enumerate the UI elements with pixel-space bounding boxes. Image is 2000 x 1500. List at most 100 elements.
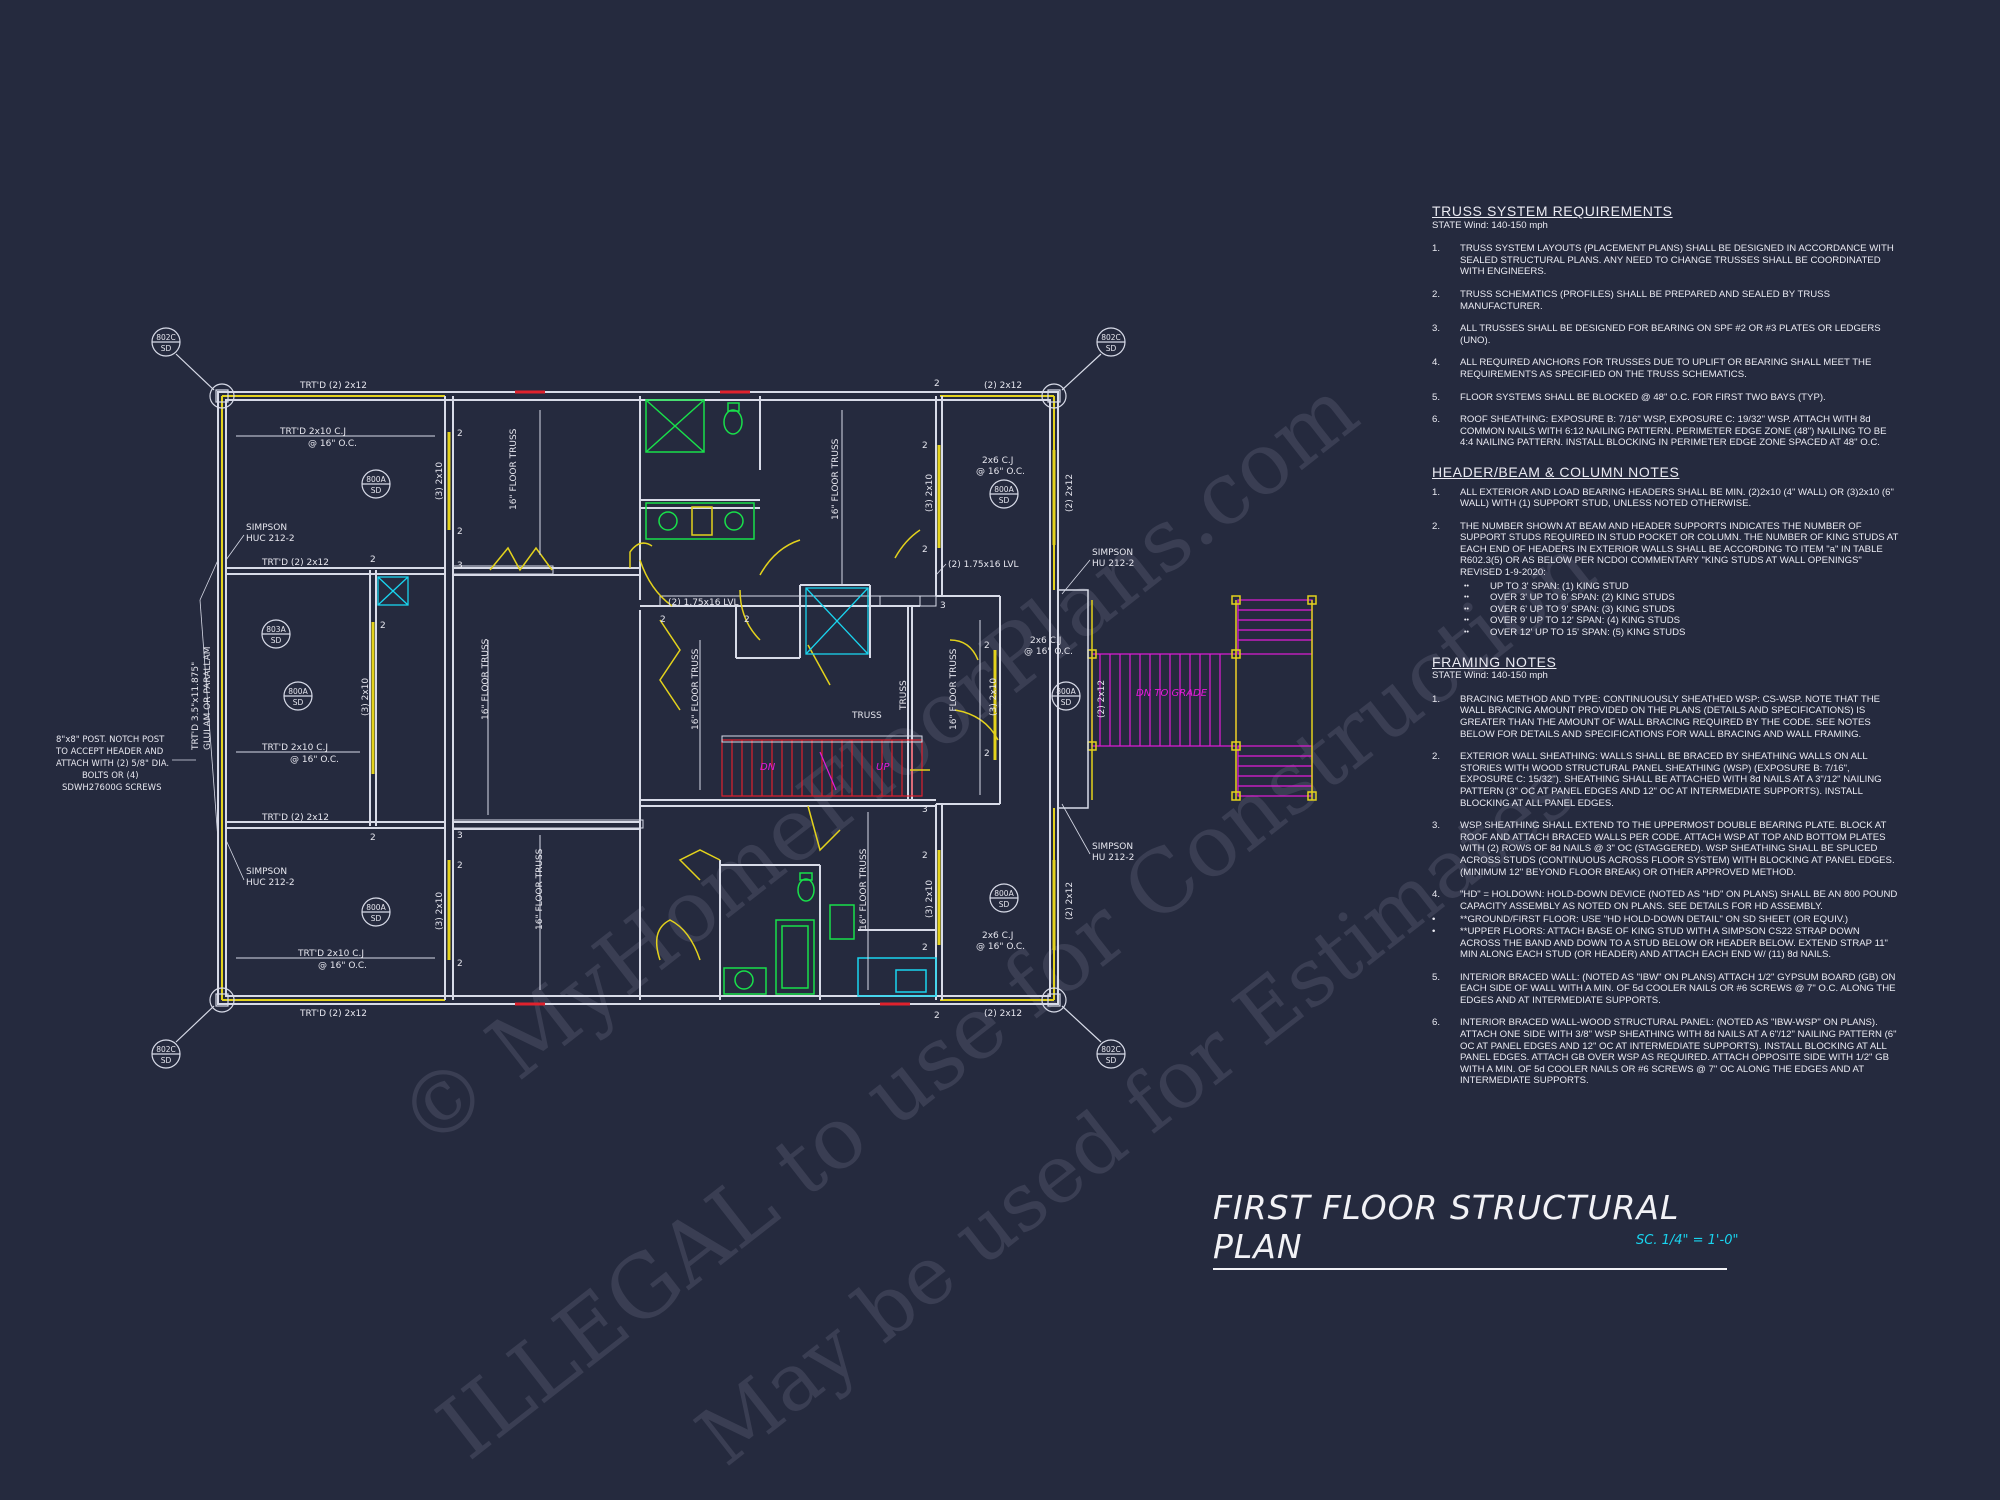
framing-note: 6. INTERIOR BRACED WALL-WOOD STRUCTURAL P… [1432,1017,1902,1087]
cj-spacing-2: @ 16" O.C. [290,755,339,765]
cj-right-label-3: 2x6 C.J [982,931,1013,941]
porch-posts [1087,595,1317,801]
simpson-hu-1: SIMPSON [1092,548,1133,558]
post-note-3: ATTACH WITH (2) 5/8" DIA. [56,759,169,769]
note-text: "HD" = HOLDOWN: HOLD-DOWN DEVICE (NOTED … [1460,889,1898,912]
truss-note: 3. ALL TRUSSES SHALL BE DESIGNED FOR BEAR… [1432,323,1902,346]
note-number: 4. [1432,889,1441,901]
beam-label-mid-1: TRT'D (2) 2x12 [261,558,329,568]
simpson-hu-1-model: HU 212-2 [1092,559,1134,569]
framing-note: •**GROUND/FIRST FLOOR: USE "HD HOLD-DOWN… [1432,914,1902,926]
framing-note: 5. INTERIOR BRACED WALL: (NOTED AS "IBW" … [1432,972,1902,1007]
framing-openings [377,576,869,655]
note-text: INTERIOR BRACED WALL-WOOD STRUCTURAL PAN… [1460,1017,1897,1087]
header-2x12-3: (2) 2x12 [1097,680,1107,718]
header-2x10-3: (3) 2x10 [361,678,371,716]
truss-notes-wind: STATE Wind: 140-150 mph [1432,219,1548,231]
lvl-label-1: (2) 1.75x16 LVL [948,560,1018,570]
cj-right-label-1: 2x6 C.J [982,456,1013,466]
simpson-huc-2-model: HUC 212-2 [246,878,295,888]
note-number: 6. [1432,1017,1441,1029]
tag-sd-tl: SD [161,344,172,353]
note-text: WSP SHEATHING SHALL EXTEND TO THE UPPERM… [1460,820,1895,878]
note-number: 5. [1432,391,1441,403]
header-note: 2. THE NUMBER SHOWN AT BEAM AND HEADER S… [1432,521,1902,639]
beam-label-bottom-left: TRT'D (2) 2x12 [299,1009,367,1019]
note-number: 1. [1432,693,1441,705]
truss-note: 1.TRUSS SYSTEM LAYOUTS (PLACEMENT PLANS)… [1432,243,1902,278]
tag-800a-2: 800A [994,485,1014,494]
post-note-1: 8"x8" POST. NOTCH POST [56,735,165,745]
interior-walls [226,396,1001,1000]
header-2x12-2: (2) 2x12 [1065,882,1075,920]
truss-label: TRUSS [851,711,882,721]
cj-spacing-1: @ 16" O.C. [308,439,357,449]
cj-right-label-2: 2x6 C.J [1030,636,1061,646]
header-2x10-6: (3) 2x10 [989,678,999,716]
count-19: 2 [984,749,990,759]
note-number: 3. [1432,820,1441,832]
tag-800a-4: 800A [1056,687,1076,696]
beam-label-mid-2: TRT'D (2) 2x12 [261,813,329,823]
note-number: • [1432,914,1436,926]
note-number: 1. [1432,486,1441,498]
tag-802c-bl: 802C [156,1045,176,1054]
note-text: THE NUMBER SHOWN AT BEAM AND HEADER SUPP… [1460,520,1899,579]
tag-800a-3: 800A [288,687,308,696]
door-swings [489,529,999,961]
dn-to-grade-label: DN TO GRADE [1136,688,1208,699]
tag-sd-bl: SD [161,1056,172,1065]
note-number: 3. [1432,323,1441,335]
tag-sd-4: SD [293,698,304,707]
plan-scale: SC. 1/4" = 1'-0" [1636,1233,1739,1248]
king-stud-item: OVER 9' UP TO 12' SPAN: (4) KING STUDS [1460,615,1902,627]
king-stud-item: OVER 6' UP TO 9' SPAN: (3) KING STUDS [1460,604,1902,616]
framing-note: 3. WSP SHEATHING SHALL EXTEND TO THE UPPE… [1432,820,1902,878]
count-16: 3 [922,805,928,815]
tag-sd-2: SD [999,496,1010,505]
lvl-label-2: (2) 1.75x16 LVL [668,598,738,608]
beam-label-top-left: TRT'D (2) 2x12 [299,381,367,391]
count-21: 2 [744,615,750,625]
count-3: 3 [457,561,463,571]
floor-truss-1: 16" FLOOR TRUSS [509,428,519,510]
note-text: ALL TRUSSES SHALL BE DESIGNED FOR BEARIN… [1460,323,1881,346]
header-note: 1.ALL EXTERIOR AND LOAD BEARING HEADERS … [1432,487,1902,510]
tag-800a-6: 800A [994,889,1014,898]
tag-sd-5: SD [1061,698,1072,707]
framing-note: 4. "HD" = HOLDOWN: HOLD-DOWN DEVICE (NOTE… [1432,889,1902,912]
sheathing-lines [221,395,1055,1001]
note-number: 6. [1432,414,1441,426]
tag-sd-6: SD [371,914,382,923]
floor-truss-6: 16" FLOOR TRUSS [859,848,869,930]
post-note-4: BOLTS OR (4) [82,771,139,781]
note-number: 2. [1432,520,1441,532]
count-13: 2 [922,545,928,555]
framing-note: 1.BRACING METHOD AND TYPE: CONTINUOUSLY … [1432,694,1902,740]
leader-lines [172,534,1091,881]
stair-up-label: UP [876,762,890,773]
corner-posts [209,383,1067,1013]
plan-labels: TRT'D (2) 2x12 (2) 2x12 TRT'D (2) 2x12 (… [55,381,1134,1019]
floor-truss-5: 16" FLOOR TRUSS [535,848,545,930]
note-text: INTERIOR BRACED WALL: (NOTED AS "IBW" ON… [1460,971,1896,1006]
note-number: • [1432,925,1436,937]
king-stud-list: UP TO 3' SPAN: (1) KING STUD OVER 3' UP … [1460,581,1902,639]
note-text: **UPPER FLOORS: ATTACH BASE OF KING STUD… [1460,925,1888,961]
beam-label-top-right: (2) 2x12 [984,381,1022,391]
tag-sd-7: SD [999,900,1010,909]
tag-800a-5: 800A [366,903,386,912]
count-20: 2 [660,615,666,625]
header-bars [371,390,1056,1006]
interior-stairs [721,739,923,797]
simpson-hu-2: SIMPSON [1092,842,1133,852]
stair-dn-label: DN [760,762,776,773]
note-text: TRUSS SCHEMATICS (PROFILES) SHALL BE PRE… [1460,288,1830,312]
simpson-huc-1-model: HUC 212-2 [246,534,295,544]
note-number: 5. [1432,971,1441,983]
detail-tag-text: 802C SD 802C SD 802C SD 802C SD 800A SD … [156,333,1121,1065]
truss-note: 5.FLOOR SYSTEMS SHALL BE BLOCKED @ 48" O… [1432,392,1902,404]
header-notes-title: HEADER/BEAM & COLUMN NOTES [1432,463,1680,480]
count-11: 2 [934,1011,940,1021]
